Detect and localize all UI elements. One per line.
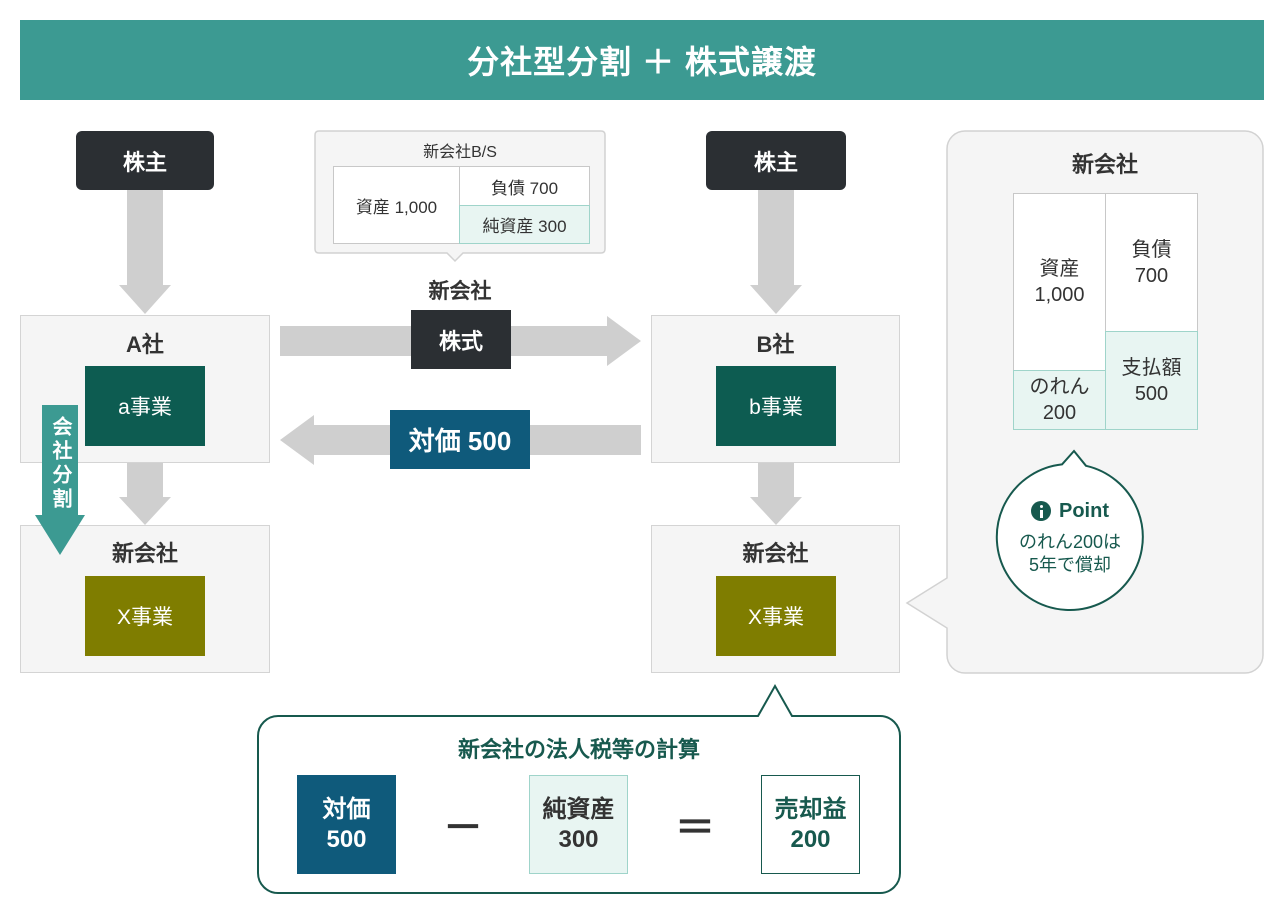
bs-assets-cell: 資産 1,000 [333, 166, 460, 244]
tax-net-assets-label: 純資産 [542, 795, 615, 823]
tax-net-assets-box: 純資産 300 [529, 775, 628, 874]
consideration-badge: 対価 500 [390, 410, 530, 469]
side-bs-liabilities-value: 700 [1134, 264, 1169, 287]
right-x-business-box: X事業 [716, 576, 836, 656]
side-bs-payment: 支払額 500 [1105, 331, 1198, 430]
side-bs-liabilities: 負債 700 [1105, 193, 1198, 332]
header-banner: 分社型分割 ＋ 株式譲渡 [20, 20, 1264, 100]
point-label: Point [1059, 499, 1109, 522]
tax-consideration-label: 対価 [322, 795, 371, 823]
point-line: 5年で償却 [1028, 555, 1111, 575]
equals-sign: ＝ [675, 806, 715, 850]
tax-consideration-box: 対価 500 [297, 775, 396, 874]
shareholder-box-left: 株主 [76, 131, 214, 190]
business-b-box: b事業 [716, 366, 836, 446]
side-bs-assets-label: 資産 [1039, 258, 1080, 280]
gain-on-sale-value: 200 [790, 825, 831, 853]
shareholder-to-a-arrow [119, 190, 171, 314]
tax-consideration-value: 500 [326, 825, 367, 853]
side-bs-goodwill-value: 200 [1042, 402, 1077, 424]
right-new-company-title: 新会社 [742, 541, 809, 566]
gain-on-sale-label: 売却益 [774, 795, 847, 823]
company-split-label: 会社分割 [49, 416, 71, 512]
point-content: Point のれん200は 5年で償却 [997, 497, 1143, 577]
stock-badge: 株式 [411, 310, 511, 369]
point-bubble-shape [995, 449, 1144, 611]
company-b-title: B社 [756, 332, 795, 357]
a-to-new-company-arrow [119, 463, 171, 525]
left-new-company-title: 新会社 [111, 541, 178, 566]
business-a-box: a事業 [85, 366, 205, 446]
gain-on-sale-box: 売却益 200 [761, 775, 860, 874]
left-x-business-box: X事業 [85, 576, 205, 656]
bs-liabilities-cell: 負債 700 [459, 166, 590, 206]
company-a-title: A社 [126, 332, 164, 357]
side-bs-goodwill: のれん 200 [1013, 370, 1106, 430]
tax-net-assets-value: 300 [558, 825, 599, 853]
side-bs-assets: 資産 1,000 [1013, 193, 1106, 371]
transfer-new-company-label: 新会社 [428, 280, 492, 303]
tax-callout-title: 新会社の法人税等の計算 [457, 737, 700, 762]
side-bs-payment-label: 支払額 [1121, 356, 1182, 379]
page-title: 分社型分割 ＋ 株式譲渡 [467, 44, 817, 80]
b-to-new-company-arrow [750, 463, 802, 525]
side-bs-goodwill-label: のれん [1029, 376, 1090, 398]
side-bs-assets-value: 1,000 [1034, 284, 1085, 306]
info-icon [1031, 501, 1051, 521]
side-bs-payment-value: 500 [1134, 382, 1169, 405]
point-line: のれん200は [1018, 532, 1122, 552]
point-heading: Point [997, 497, 1143, 525]
bs-net-assets-cell: 純資産 300 [459, 205, 590, 244]
side-bs-liabilities-label: 負債 [1131, 238, 1172, 261]
shareholder-to-b-arrow [750, 190, 802, 314]
shareholder-box-right: 株主 [706, 131, 846, 190]
minus-sign: － [443, 806, 483, 850]
side-callout-title: 新会社 [1071, 152, 1138, 177]
bs-title: 新会社B/S [423, 144, 497, 161]
